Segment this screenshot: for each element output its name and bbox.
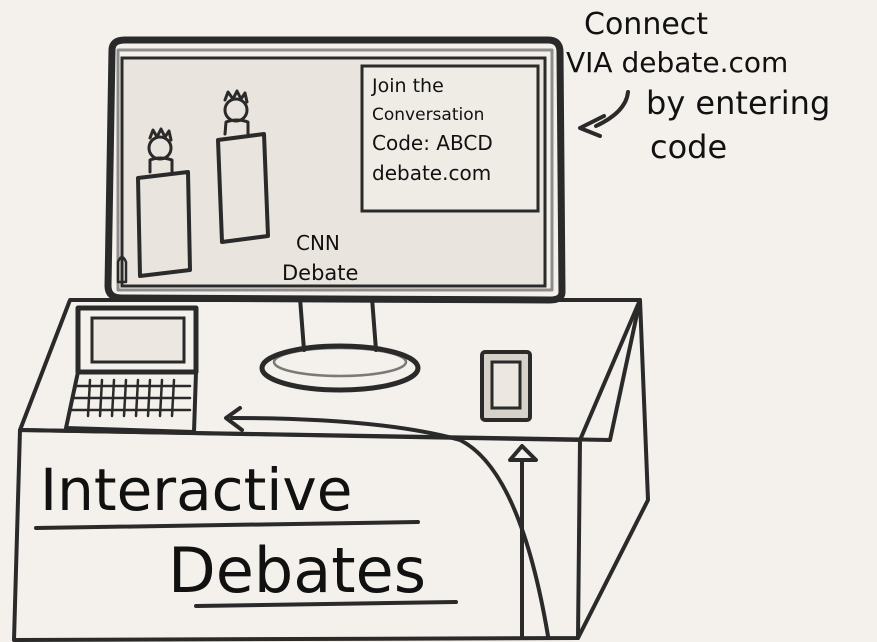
join-panel-url: debate.com [372,161,491,185]
logo-line-2: Debate [282,261,358,285]
join-panel-line-1: Join the [371,75,444,97]
banner-title-1: Interactive [40,456,352,524]
join-panel-code: Code: ABCD [372,131,493,155]
join-panel: Join the Conversation Code: ABCD debate.… [362,66,538,211]
join-panel-line-2: Conversation [372,105,484,125]
note-line-2: VIA debate.com [566,46,788,79]
logo-line-1: CNN [296,231,340,255]
note-line-4: code [650,128,727,166]
note-line-3: by entering [646,84,830,122]
phone-icon [482,352,530,420]
note-line-1: Connect [584,7,708,42]
banner-title-2: Debates [168,534,426,607]
